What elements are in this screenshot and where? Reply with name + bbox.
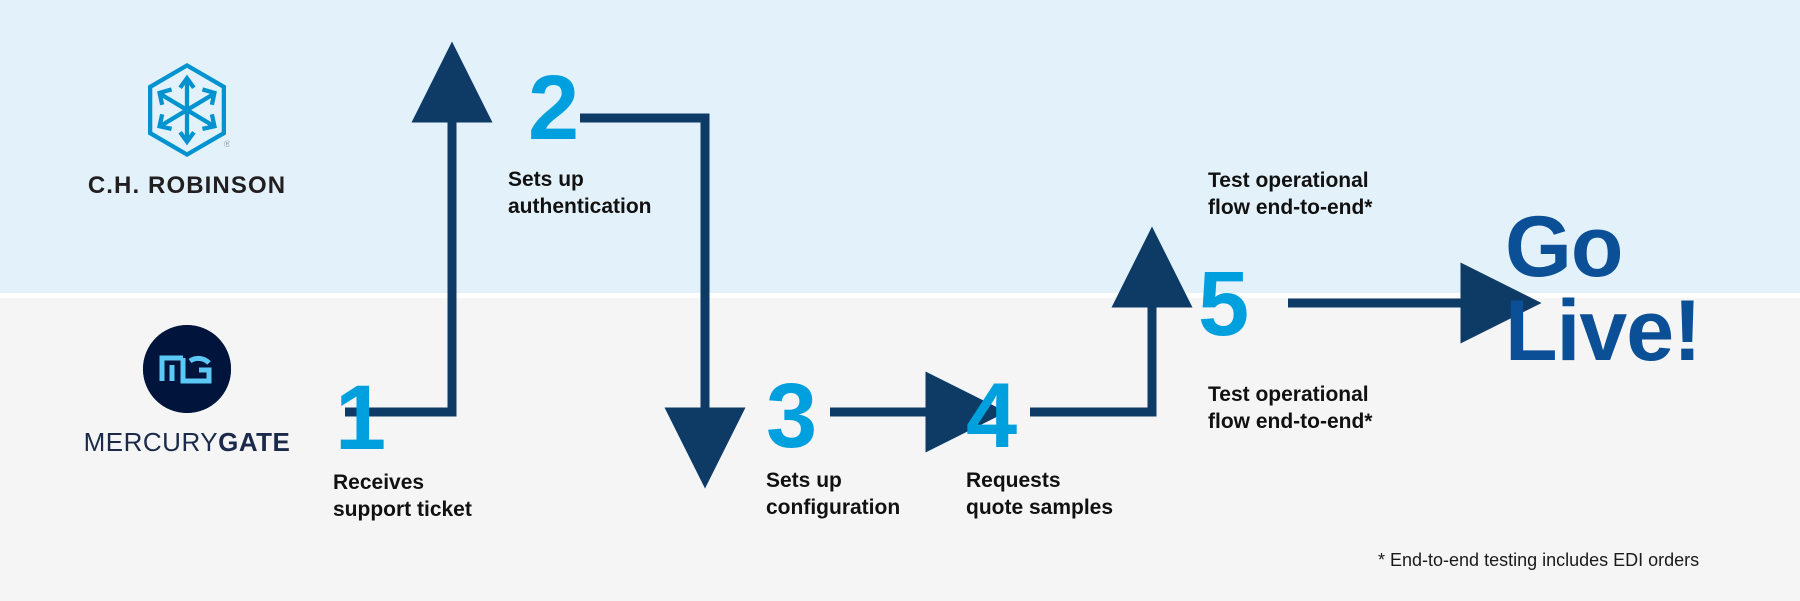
step-1-number: 1 — [335, 367, 387, 469]
step-1-label: Receives support ticket — [333, 471, 472, 521]
mercurygate-logo: MERCURYGATE — [62, 325, 312, 500]
go-live-text: Go Live! — [1505, 199, 1702, 380]
step-3-label: Sets up configuration — [766, 469, 901, 519]
step-5-label-above: Test operational flow end-to-end* — [1208, 169, 1373, 219]
chr-wordmark: C.H. ROBINSON — [87, 172, 287, 199]
chrobinson-logo: ® C.H. ROBINSON — [62, 62, 312, 222]
step-2-label: Sets up authentication — [508, 168, 652, 218]
mercurygate-mg-monogram-icon — [143, 325, 231, 413]
chr-cube-hexagon-logo-icon: ® — [144, 62, 231, 158]
footnote-text: * End-to-end testing includes EDI orders — [1378, 550, 1700, 570]
step-4-number: 4 — [966, 365, 1018, 467]
lane-divider — [0, 293, 1800, 298]
step-4-label: Requests quote samples — [966, 469, 1114, 519]
mercurygate-wordmark-light: MERCURY — [83, 427, 219, 457]
step-3-number: 3 — [766, 365, 818, 467]
step-5-label-below: Test operational flow end-to-end* — [1208, 383, 1373, 433]
step-5-number: 5 — [1198, 253, 1250, 355]
mercurygate-wordmark: MERCURYGATE — [62, 427, 312, 458]
lane-band-bottom-mercurygate — [0, 293, 1800, 601]
mercurygate-wordmark-bold: GATE — [218, 427, 291, 457]
step-2-number: 2 — [528, 57, 580, 159]
svg-text:®: ® — [224, 138, 230, 149]
lane-band-top-chrobinson — [0, 0, 1800, 293]
